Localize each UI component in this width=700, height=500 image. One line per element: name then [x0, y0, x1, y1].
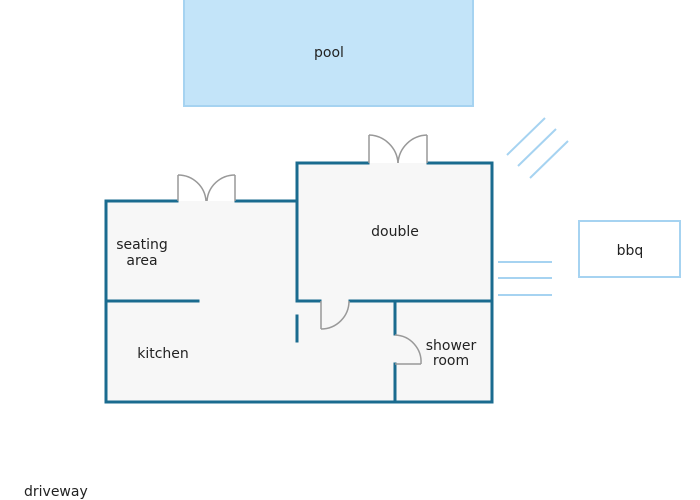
- pool-area: [183, 0, 474, 107]
- floor-area: [106, 163, 492, 402]
- bbq-label: bbq: [617, 243, 644, 259]
- driveway-label: driveway: [24, 484, 88, 500]
- pool-label: pool: [314, 45, 344, 61]
- double-room-door-icon: [320, 300, 350, 330]
- shower-room-label-line2: room: [433, 353, 469, 369]
- shower-room-door-icon: [394, 334, 422, 365]
- double-room-label: double: [371, 224, 419, 240]
- diagonal-lines: [506, 117, 569, 179]
- horizontal-lines: [498, 261, 552, 296]
- seating-double-door-icon: [177, 174, 236, 202]
- bbq-area: [578, 220, 681, 278]
- walls: [104, 161, 494, 404]
- double-room-double-door-icon: [368, 134, 428, 164]
- kitchen-label: kitchen: [137, 346, 189, 362]
- seating-area-label-line2: area: [126, 253, 157, 269]
- seating-area-label-line1: seating: [116, 237, 168, 253]
- shower-room-label-line1: shower: [426, 338, 477, 354]
